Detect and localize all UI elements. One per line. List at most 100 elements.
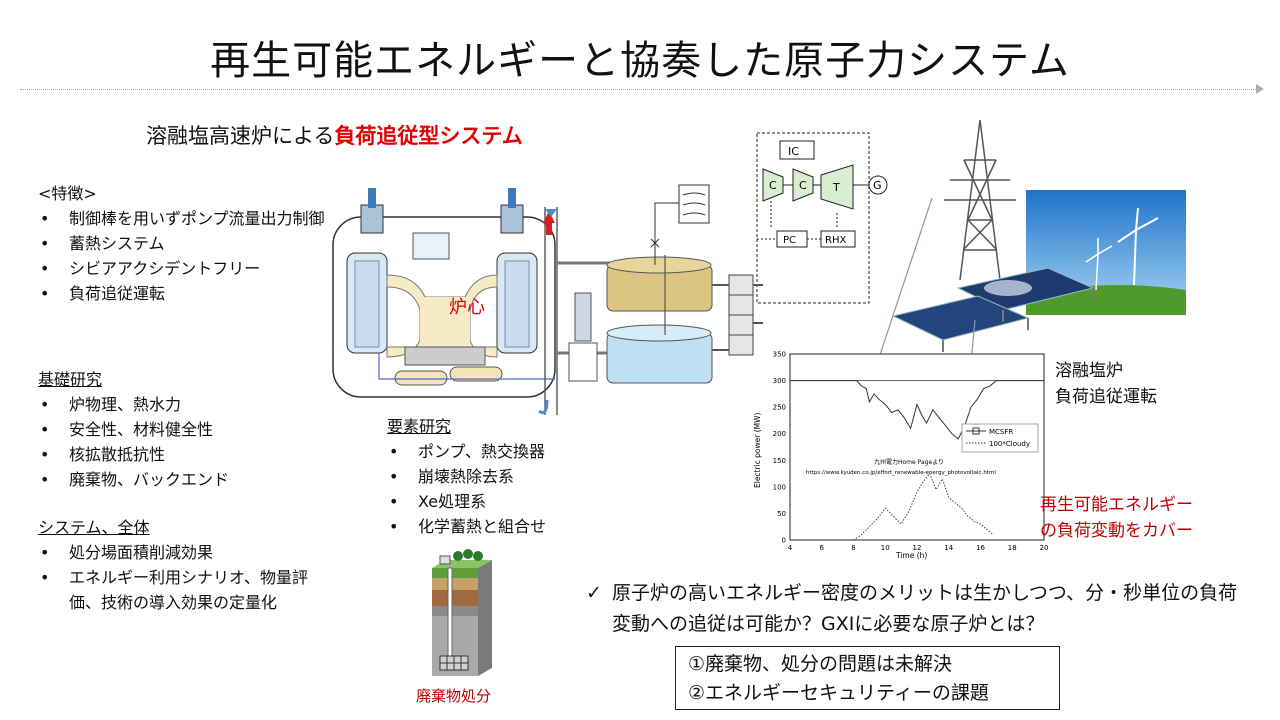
core-label: 炉心 [449, 297, 485, 318]
reactor-system-diagram: 炉心 IC C C T G PC RHX [332, 132, 888, 415]
subtitle-prefix: 溶融塩高速炉による [146, 124, 335, 148]
basic-research-item: 安全性、材料健全性 [38, 417, 338, 442]
chart-x-tick-label: 12 [913, 544, 922, 552]
title-divider-arrow-icon [1256, 84, 1264, 94]
renewable-label-line1: 再生可能エネルギー [1040, 495, 1193, 515]
brayton-piping [757, 201, 838, 240]
recuperator-connections [712, 284, 763, 351]
legend-mcsfr: MCSFR [989, 428, 1013, 436]
chart-y-tick-label: 200 [773, 430, 786, 438]
basic-research-list: 炉物理、熱水力 安全性、材料健全性 核拡散抵抗性 廃棄物、バックエンド [38, 392, 338, 492]
condenser-icon [678, 184, 710, 224]
return-flow-arrow-icon [538, 399, 549, 415]
turbine-label: T [832, 181, 840, 194]
msr-label: 溶融塩炉 負荷追従運転 [1055, 358, 1157, 410]
component-pc-label: PC [783, 235, 796, 246]
chart-annotation-source: 九州電力Home Pageより [874, 458, 944, 466]
element-research-list: ポンプ、熱交換器 崩壊熱除去系 Xe処理系 化学蓄熱と組合せ [387, 439, 607, 539]
issues-box: ①廃棄物、処分の問題は未解決 ②エネルギーセキュリティーの課題 [675, 646, 1060, 710]
subtitle-highlight: 負荷追従型システム [334, 124, 523, 148]
series-mcsfr-line [790, 380, 1044, 440]
element-research-section: 要素研究 ポンプ、熱交換器 崩壊熱除去系 Xe処理系 化学蓄熱と組合せ [387, 414, 607, 539]
legend-cloudy: 100*Cloudy [989, 440, 1030, 448]
basic-research-heading: 基礎研究 [38, 370, 103, 389]
chart-y-tick-label: 100 [773, 483, 786, 491]
checkmark-icon: ✓ [586, 582, 602, 604]
expansion-tank-icon [412, 232, 450, 260]
compressor-1-label: C [769, 179, 777, 192]
element-research-item: 崩壊熱除去系 [387, 464, 607, 489]
brayton-cycle-frame [756, 132, 870, 304]
element-research-item: ポンプ、熱交換器 [387, 439, 607, 464]
basic-research-section: 基礎研究 炉物理、熱水力 安全性、材料健全性 核拡散抵抗性 廃棄物、バックエンド [38, 367, 338, 492]
pump-left-motor-icon [368, 188, 376, 208]
component-ic-label: IC [788, 145, 799, 158]
up-arrow-shaft [546, 223, 552, 235]
features-item: 蓄熱システム [38, 231, 338, 256]
turbine-icon [820, 164, 854, 210]
pump-right-motor-icon [508, 188, 516, 208]
element-research-heading: 要素研究 [387, 417, 452, 436]
hx-tubes-right [504, 260, 530, 348]
compressor-2-label: C [799, 179, 807, 192]
chemical-storage-vessel-icon [568, 342, 598, 382]
waste-repository-icon [432, 549, 492, 676]
compressor-2-icon [792, 168, 814, 202]
compressor-1-icon [762, 168, 784, 202]
drain-tank-right-icon [449, 366, 503, 382]
chemical-storage-column-icon [574, 292, 592, 342]
chart-y-label: Electric power (MW) [753, 412, 762, 488]
page-title: 再生可能エネルギーと協奏した原子力システム [210, 38, 1070, 84]
features-section: <特徴> 制御棒を用いずポンプ流量出力制御 蓄熱システム シビアアクシデントフリ… [38, 181, 338, 306]
features-item: 制御棒を用いずポンプ流量出力制御 [38, 206, 338, 231]
solar-panel-icon [891, 268, 1095, 352]
chart-x-tick-label: 4 [788, 544, 793, 552]
chart-x-tick-label: 16 [976, 544, 985, 552]
msr-label-line2: 負荷追従運転 [1055, 387, 1157, 407]
hot-storage-tank-top [606, 256, 712, 274]
up-arrow-icon [543, 211, 555, 223]
chart-x-tick-label: 8 [851, 544, 855, 552]
drain-tank-left-icon [394, 370, 448, 386]
chart-y-tick-label: 250 [773, 404, 786, 412]
chart-x-tick-label: 6 [820, 544, 825, 552]
transmission-tower-icon [944, 120, 1016, 280]
decay-heat-removal-pipe [544, 207, 558, 415]
cold-storage-tank-top [606, 324, 712, 342]
subtitle: 溶融塩高速炉による負荷追従型システム [146, 120, 523, 150]
issue-item: ①廃棄物、処分の問題は未解決 [688, 653, 953, 675]
down-arrow-icon [545, 209, 557, 217]
features-list: 制御棒を用いずポンプ流量出力制御 蓄熱システム シビアアクシデントフリー 負荷追… [38, 206, 338, 306]
pump-left-icon [360, 204, 384, 234]
msr-label-line1: 溶融塩炉 [1055, 361, 1123, 381]
system-item: 処分場面積削減効果 [38, 540, 310, 565]
hx-tubes-left [354, 260, 380, 348]
reflector-block [404, 346, 486, 366]
component-rhx-label: RHX [825, 235, 846, 246]
chart-y-tick-label: 350 [773, 351, 786, 359]
chart-x-tick-label: 10 [881, 544, 890, 552]
chart-x-label: Time (h) [895, 551, 927, 560]
key-question-note: ✓ 原子炉の高いエネルギー密度のメリットは生かしつつ、分・秒単位の負荷変動への追… [586, 578, 1256, 640]
pump-right-icon [500, 204, 524, 234]
system-section: システム、全体 処分場面積削減効果 エネルギー利用シナリオ、物量評価、技術の導入… [38, 515, 310, 615]
chart-y-tick-label: 50 [777, 510, 786, 518]
chart-x-ticks: 4 6 8 10 12 14 16 18 20 [788, 544, 1049, 552]
chart-x-tick-label: 20 [1040, 544, 1049, 552]
generator-label: G [873, 179, 882, 192]
renewable-label-line2: の負荷変動をカバー [1040, 521, 1193, 541]
features-item: シビアアクシデントフリー [38, 256, 338, 281]
recuperator-plates [729, 294, 753, 336]
waste-label: 廃棄物処分 [416, 687, 492, 705]
condenser-coil [682, 192, 706, 216]
features-item: 負荷追従運転 [38, 281, 338, 306]
chart-x-tick-label: 18 [1008, 544, 1017, 552]
chart-y-tick-label: 150 [773, 457, 786, 465]
series-cloudy-line [853, 472, 994, 541]
title-divider [20, 89, 1260, 90]
steam-line [654, 202, 679, 265]
chart-x-tick-label: 14 [944, 544, 953, 552]
element-research-item: Xe処理系 [387, 489, 607, 514]
